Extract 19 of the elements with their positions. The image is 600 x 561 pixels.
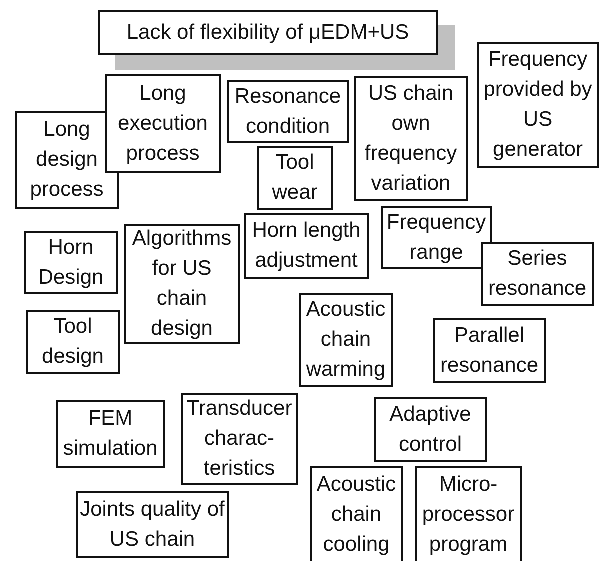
label-box: Algorithms for US chain design xyxy=(124,224,240,344)
label-box: Frequency provided by US generator xyxy=(477,42,599,168)
label-box: Long design process xyxy=(15,111,119,209)
label-box: Horn length adjustment xyxy=(244,213,369,279)
label-box: Long execution process xyxy=(105,74,221,173)
label-box: Horn Design xyxy=(24,231,118,294)
label-box: US chain own frequency variation xyxy=(354,76,468,201)
label-box: Acoustic chain cooling xyxy=(310,466,403,561)
label-box: Tool design xyxy=(26,310,120,374)
label-box: Transducer charac- teristics xyxy=(181,393,298,485)
label-box: FEM simulation xyxy=(56,400,165,468)
label-box: Tool wear xyxy=(257,146,333,210)
label-box: Micro- processor program xyxy=(415,466,522,561)
label-box: Parallel resonance xyxy=(433,318,546,383)
label-box: Joints quality of US chain xyxy=(76,491,229,558)
label-box: Acoustic chain warming xyxy=(299,293,393,387)
label-box: Series resonance xyxy=(481,242,594,306)
label-box: Adaptive control xyxy=(374,397,487,462)
label-box: Resonance condition xyxy=(227,80,349,143)
